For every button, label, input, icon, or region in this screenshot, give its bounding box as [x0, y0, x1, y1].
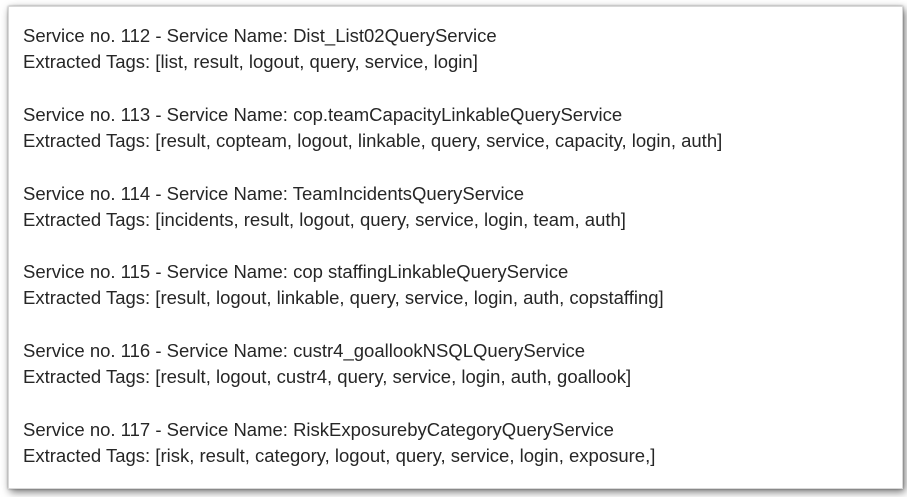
service-entry-116: Service no. 116 - Service Name: custr4_g… [23, 338, 631, 390]
extracted-tags-line: Extracted Tags: [incidents, result, logo… [23, 209, 626, 230]
service-name-line: Service no. 115 - Service Name: cop staf… [23, 261, 569, 282]
service-name-line: Service no. 114 - Service Name: TeamInci… [23, 183, 525, 204]
service-list-panel: Service no. 112 - Service Name: Dist_Lis… [8, 6, 903, 489]
extracted-tags-line: Extracted Tags: [result, logout, custr4,… [23, 366, 632, 387]
service-name-line: Service no. 112 - Service Name: Dist_Lis… [23, 25, 497, 46]
service-name-line: Service no. 117 - Service Name: RiskExpo… [23, 419, 614, 440]
service-name-line: Service no. 116 - Service Name: custr4_g… [23, 340, 586, 361]
service-entry-114: Service no. 114 - Service Name: TeamInci… [23, 181, 626, 233]
extracted-tags-line: Extracted Tags: [list, result, logout, q… [23, 51, 478, 72]
service-entry-112: Service no. 112 - Service Name: Dist_Lis… [23, 23, 497, 75]
service-name-line: Service no. 113 - Service Name: cop.team… [23, 104, 623, 125]
service-entry-113: Service no. 113 - Service Name: cop.team… [23, 102, 722, 154]
extracted-tags-line: Extracted Tags: [result, copteam, logout… [23, 130, 723, 151]
extracted-tags-line: Extracted Tags: [result, logout, linkabl… [23, 287, 664, 308]
service-entry-117: Service no. 117 - Service Name: RiskExpo… [23, 417, 655, 469]
extracted-tags-line: Extracted Tags: [risk, result, category,… [23, 445, 656, 466]
service-entry-115: Service no. 115 - Service Name: cop staf… [23, 259, 664, 311]
